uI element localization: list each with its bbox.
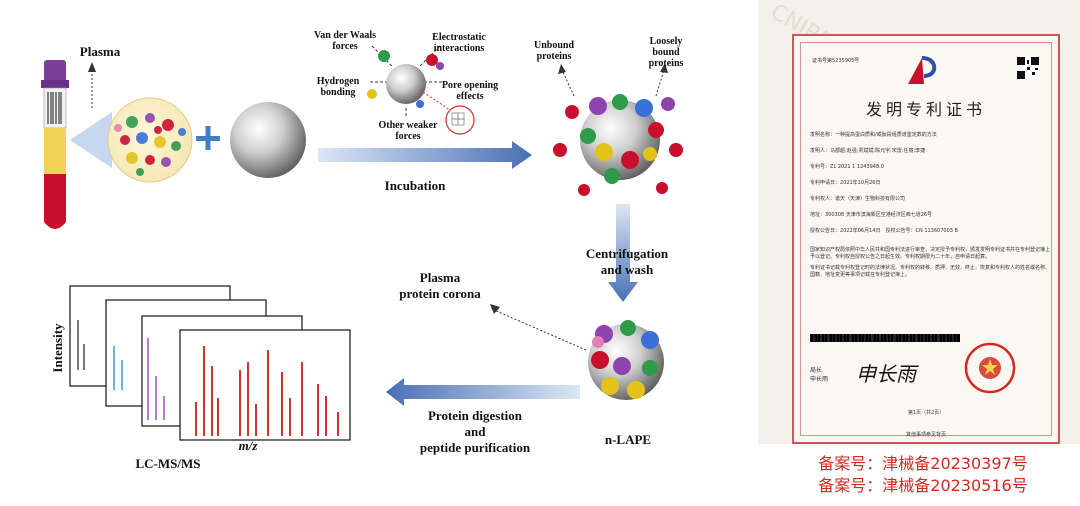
digestion-arrow — [386, 378, 580, 406]
qr-code — [1016, 56, 1040, 80]
cnipa-logo — [908, 56, 937, 84]
label-plasma: Plasma — [79, 44, 121, 59]
cert-fields: 发明名称：一种提高蛋白质和/或肽段组质谱鉴定数的方法 发明人：马郡超;赵强;贾斌… — [810, 132, 1051, 278]
barcode — [810, 334, 960, 342]
centrifugation-arrow — [608, 204, 638, 302]
label-mz: m/z — [238, 438, 258, 453]
signature: 申长雨 — [856, 362, 916, 386]
plasma-proteins-bead — [107, 97, 193, 183]
director-title: 局长申长雨 — [810, 367, 829, 383]
cert-title: 发明专利证书 — [865, 100, 986, 119]
cert-footer: 其他事项参见背页 — [905, 432, 946, 438]
workflow-diagram — [41, 45, 683, 441]
interaction-forces-illustration — [367, 45, 475, 135]
cert-number: 证书号第5235905号 — [812, 58, 860, 64]
record-number-2: 备案号：津械备20230516号 — [818, 476, 1028, 495]
label-lcms: LC-MS/MS — [135, 456, 201, 471]
protein-coated-particle — [553, 63, 683, 196]
incubation-arrow — [318, 141, 532, 169]
plus-icon — [196, 126, 220, 150]
blood-tube — [41, 60, 69, 229]
label-intensity: Intensity — [50, 323, 65, 373]
nanoparticle-sphere — [230, 102, 306, 178]
official-seal — [964, 342, 1016, 394]
certificate-paper: 证书号第5235905号 发明专利证书 发明名称：一种提高蛋白质和/或肽段组质谱… — [792, 34, 1060, 444]
cert-page: 第1页（共2页） — [907, 410, 945, 416]
label-incubation: Incubation — [384, 178, 446, 193]
record-number-1: 备案号：津械备20230397号 — [818, 454, 1028, 473]
nlape-particle — [588, 320, 664, 400]
mass-spectra — [69, 285, 351, 441]
label-nlape: n-LAPE — [604, 432, 652, 447]
